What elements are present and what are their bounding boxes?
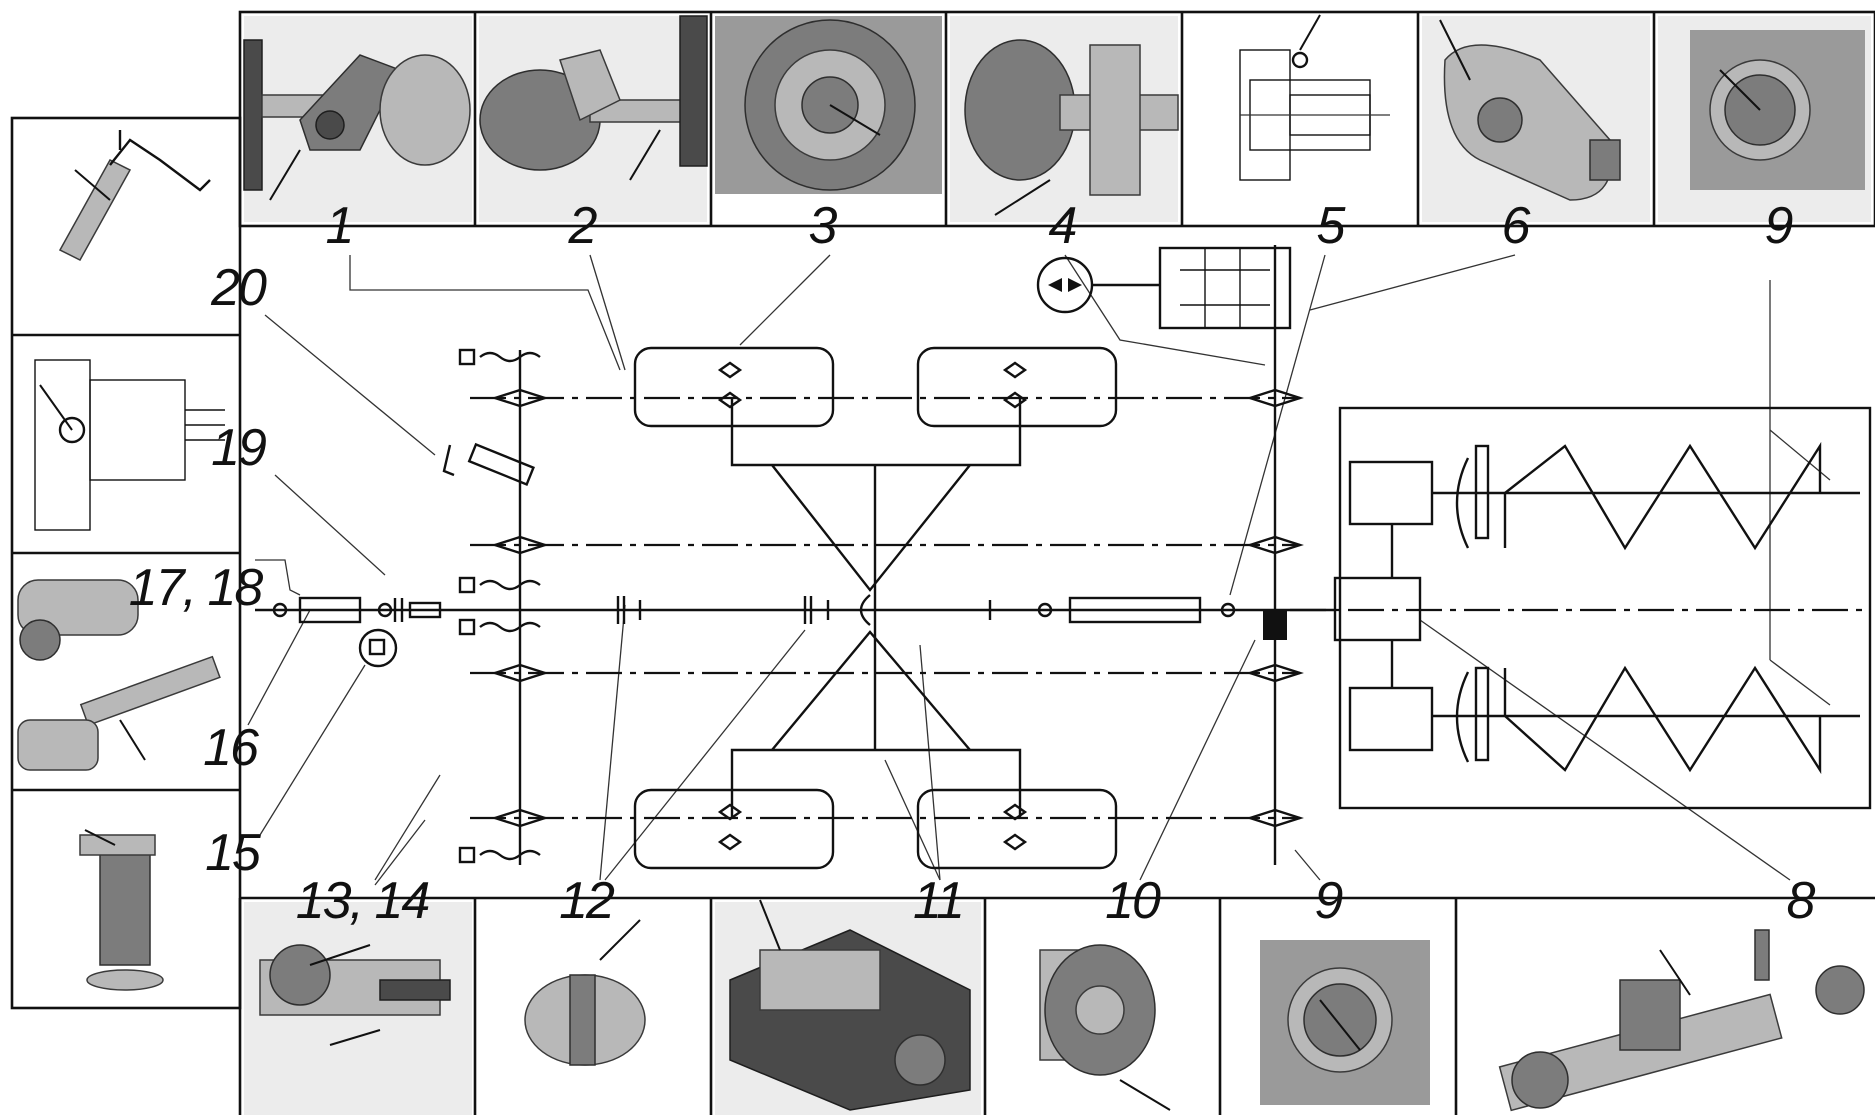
panel-19-illustration [34,359,225,531]
label-8: 8 [1787,872,1816,930]
panel-17-18-illustration [17,579,221,771]
telescopic-shaft-left [298,596,362,624]
gearbox-6 [1158,246,1292,330]
label-group: 1 2 3 4 5 6 9 20 19 17, 18 16 15 13, 14 … [129,197,1818,930]
label-10: 10 [1105,872,1161,930]
panel-13-14-illustration [244,902,472,1115]
panel-20-illustration [58,130,211,261]
auger-housing [1338,406,1872,810]
upper-right-roller [916,346,1118,428]
leader-lines [247,254,1831,886]
lower-belt-drive [771,630,971,751]
drive-schematic [255,245,1872,870]
lower-auger [1503,665,1822,775]
label-17-18: 17, 18 [129,559,264,617]
clutch-15 [358,628,398,668]
panel-6-illustration [1422,16,1650,222]
label-16: 16 [203,719,259,777]
lower-left-roller [633,788,835,870]
panel-9-bottom-illustration [1260,940,1430,1105]
label-13-14: 13, 14 [296,872,429,930]
label-11: 11 [913,872,963,930]
label-5: 5 [1317,197,1347,255]
label-6: 6 [1502,197,1531,255]
telescopic-shaft-right [1068,596,1202,624]
panel-2-illustration [479,15,708,222]
lower-right-roller [916,788,1118,870]
panel-5-illustration [1239,14,1390,181]
left-panel-strip [10,116,242,1010]
panel-12-illustration [524,919,646,1066]
panel-9-top-illustration [1658,16,1871,222]
panel-11-illustration [715,899,981,1115]
shaft-bearings [491,388,1304,828]
panel-15-illustration [79,829,164,991]
label-1: 1 [326,197,353,255]
label-4: 4 [1049,197,1076,255]
panel-10-illustration [1039,944,1171,1111]
label-9-top: 9 [1765,197,1793,255]
label-20: 20 [210,259,267,317]
auger-gearbox-8 [1333,576,1422,642]
upper-belt-drive [771,464,971,592]
label-19: 19 [211,419,266,477]
upper-auger [1503,441,1822,551]
bottom-panel-strip [238,896,1875,1115]
panel-3-illustration [715,16,942,194]
panel-8-illustration [1498,929,1865,1112]
tensioner-20 [467,442,535,486]
label-15: 15 [205,824,262,882]
panel-1-illustration [243,16,472,222]
chain-drives [458,348,541,864]
upper-left-roller [633,346,835,428]
label-9-bottom: 9 [1315,872,1343,930]
panel-4-illustration [950,16,1179,222]
label-2: 2 [568,197,598,255]
label-12: 12 [559,872,615,930]
label-3: 3 [809,197,838,255]
roller-bearings [717,361,1028,851]
shaft-couplings [616,596,992,624]
